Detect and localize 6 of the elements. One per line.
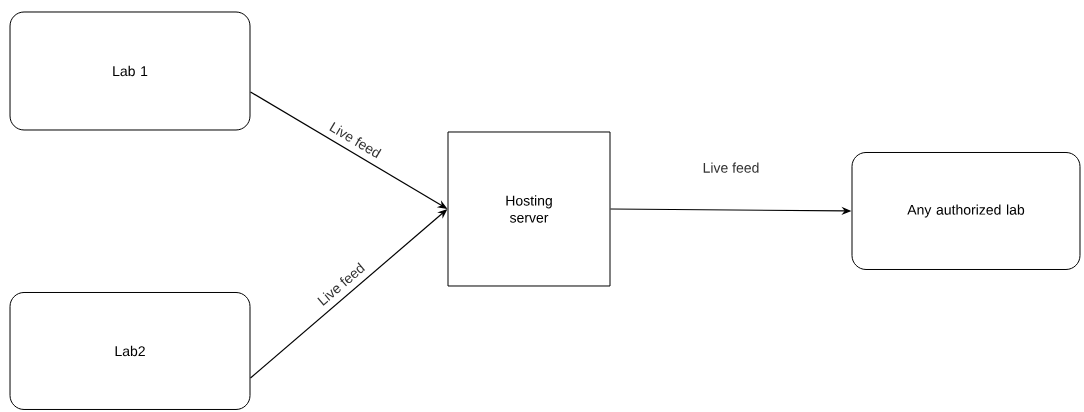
edge-label: Live feed [326, 119, 384, 161]
rounded-box: Any authorized lab [851, 152, 1081, 270]
rounded-box: Lab2 [9, 292, 251, 410]
rounded-box: Lab 1 [9, 11, 251, 131]
process-box: Hosting server [447, 131, 611, 287]
edge-label: Live feed [701, 161, 761, 174]
